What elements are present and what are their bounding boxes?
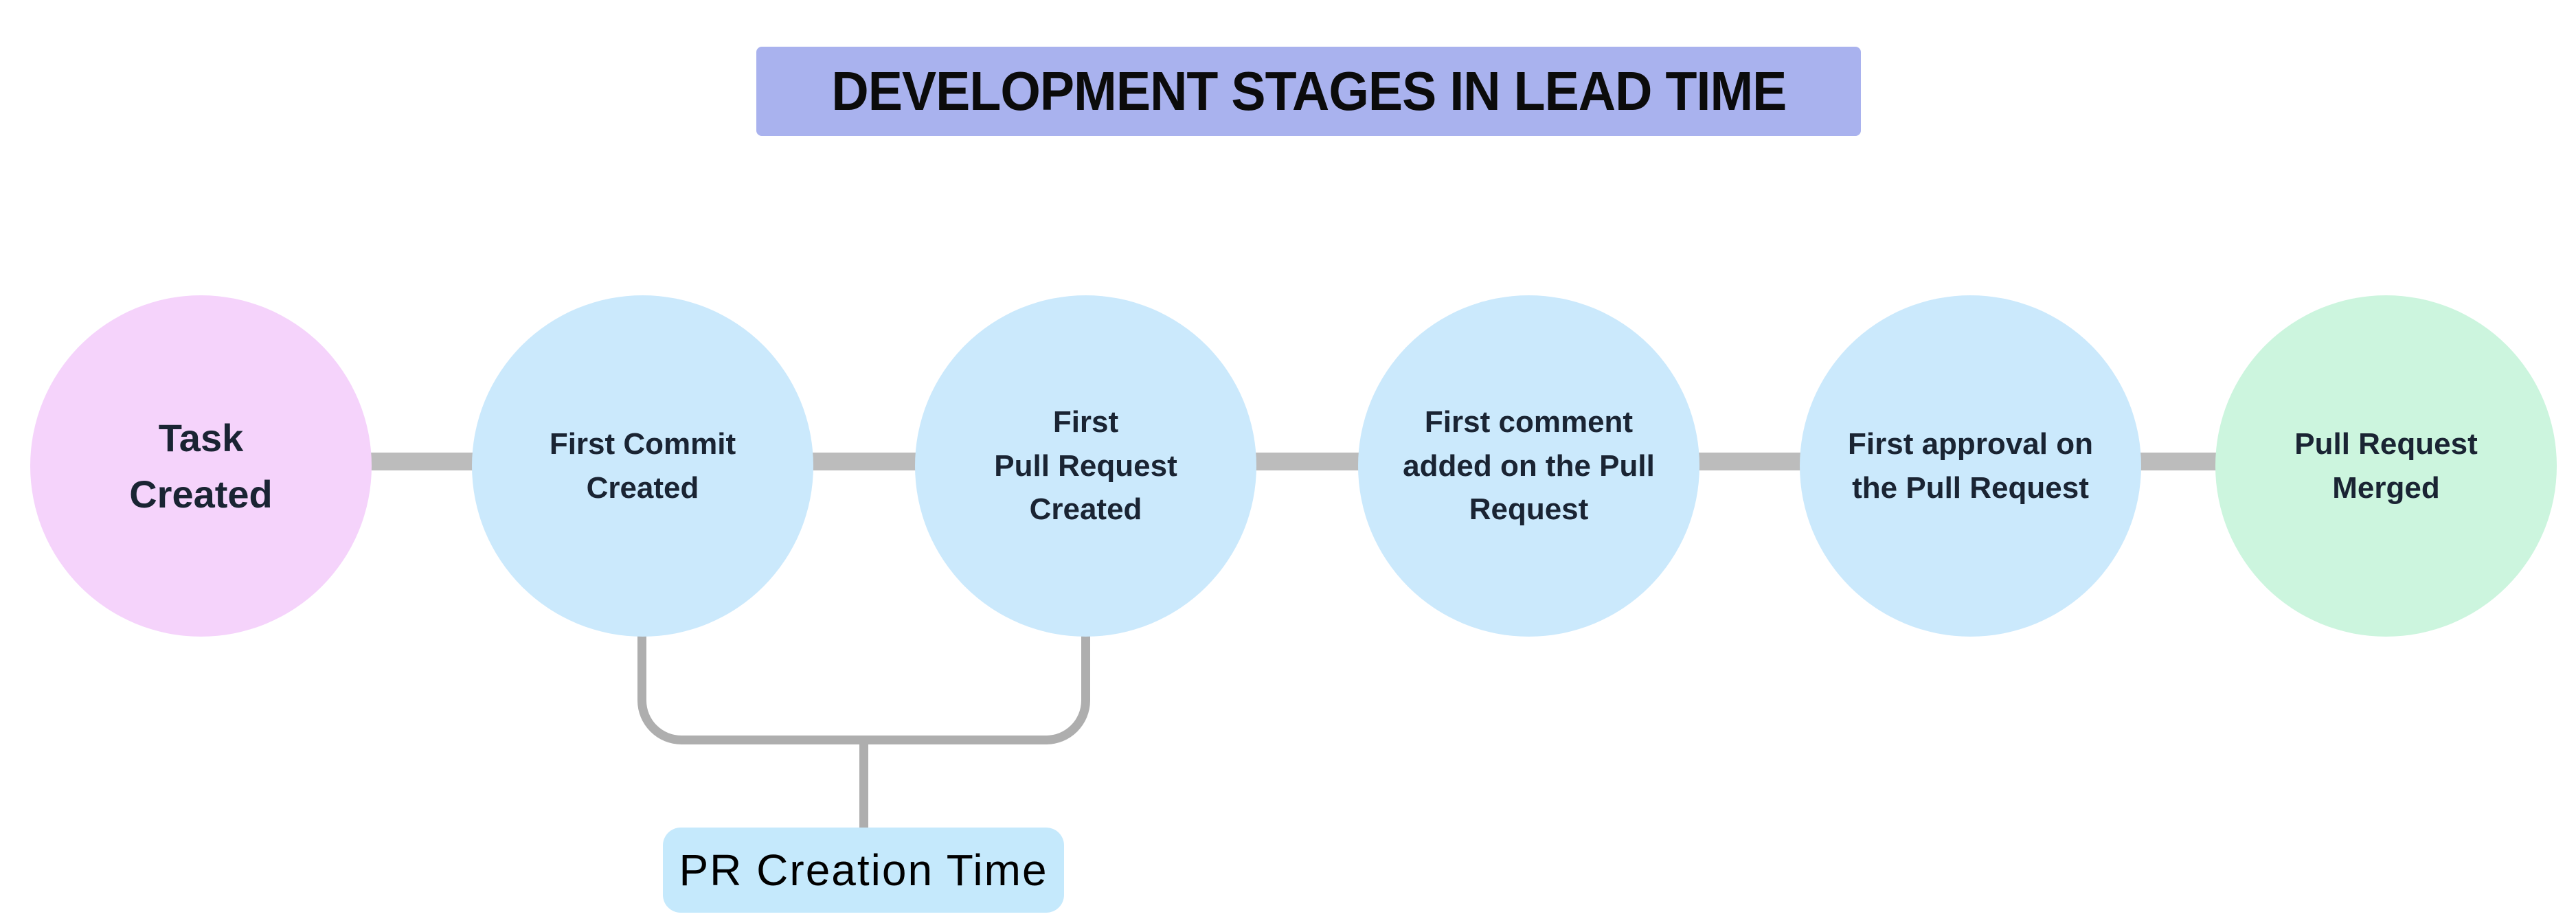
stage-node-first-pull-request-created: First Pull Request Created — [915, 295, 1256, 637]
stage-node-first-approval: First approval on the Pull Request — [1800, 295, 2141, 637]
pr-creation-time-bracket-stem — [859, 743, 868, 829]
pr-creation-time-bracket — [637, 636, 1090, 744]
stage-node-first-comment-added: First comment added on the Pull Request — [1358, 295, 1699, 637]
diagram-title-banner: DEVELOPMENT STAGES IN LEAD TIME — [756, 47, 1861, 136]
stage-node-first-commit-created: First Commit Created — [472, 295, 813, 637]
pr-creation-time-label: PR Creation Time — [663, 828, 1064, 913]
diagram-title: DEVELOPMENT STAGES IN LEAD TIME — [831, 60, 1787, 122]
stage-node-task-created: Task Created — [30, 295, 372, 637]
stage-node-pull-request-merged: Pull Request Merged — [2215, 295, 2557, 637]
